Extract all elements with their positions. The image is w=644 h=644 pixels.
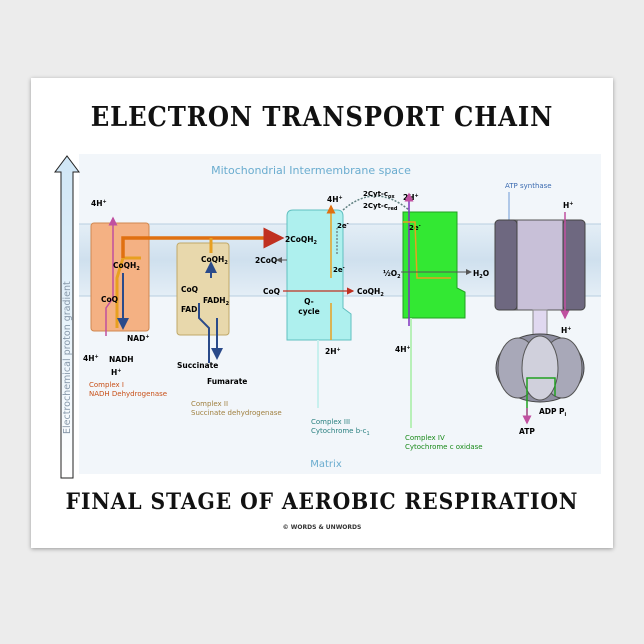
c3-name: Complex III [311,418,350,426]
synthase-h-top: H+ [563,201,573,210]
matrix-label: Matrix [310,459,342,470]
c1-nad: NAD+ [127,334,150,343]
c2-coqh2: CoQH2 [201,255,228,266]
c2-succinate: Succinate [177,361,218,370]
c2-fumarate: Fumarate [207,377,247,386]
intermembrane-label: Mitochondrial Intermembrane space [211,164,411,177]
c3-coqh2-2: 2CoQH2 [285,235,318,246]
synthase-h-bottom: H+ [561,326,571,335]
c3-2e-top: 2e- [337,221,349,230]
poster-subtitle: FINAL STAGE OF AEROBIC RESPIRATION [65,489,579,515]
c1-h4-bottom: 4H+ [83,354,99,363]
c3-h4: 4H+ [327,195,343,204]
c3-qcycle-2: cycle [298,307,319,316]
complex-3 [286,209,352,341]
c4-h2o: H2O [473,269,489,280]
poster: ELECTRON TRANSPORT CHAIN Electro [31,78,613,548]
c3-coq: CoQ [263,287,280,296]
etc-diagram: Electrochemical proton gradient Mitochon… [54,154,601,479]
c1-hplus: H+ [111,368,121,377]
synthase-adp: ADP [539,407,557,416]
complex-1 [90,222,150,332]
gradient-label: Electrochemical proton gradient [62,281,73,434]
c3-qcycle: Q- [304,297,314,306]
c1-nadh: NADH [109,355,134,364]
c3-cyt-red: 2Cyt-cred [363,202,398,212]
c2-name: Complex II [191,400,228,408]
c1-subtitle: NADH Dehydrogenase [89,390,167,398]
c4-subtitle: Cytochrome c oxidase [405,443,483,451]
c2-coq: CoQ [181,285,198,294]
c4-2e: 2e- [409,223,421,232]
c4-o2: ½O2 [383,269,401,280]
c2-fadh2: FADH2 [203,296,230,307]
synthase-atp: ATP [519,427,535,436]
c3-coq-2: 2CoQ [255,256,277,265]
c1-h4-top: 4H+ [91,199,107,208]
credit-line: © WORDS & UNWORDS [282,524,362,531]
c3-h2: 2H+ [325,347,341,356]
cyt-c-shuttle [342,195,410,211]
c1-coqh2: CoQH2 [113,261,140,272]
c2-fad: FAD [181,305,197,314]
c4-name: Complex IV [405,434,445,442]
c2-subtitle: Succinate dehydrogenase [191,409,282,417]
c3-subtitle: Cytochrome b-c1 [311,427,370,437]
complex-4 [402,211,466,319]
synthase-pi: Pi [559,407,567,418]
c1-name: Complex I [89,381,124,389]
c3-2e-bottom: 2e- [333,265,345,274]
c1-coq: CoQ [101,295,118,304]
c4-h4: 4H+ [395,345,411,354]
poster-title: ELECTRON TRANSPORT CHAIN [90,102,554,133]
gradient-arrow [54,155,80,479]
c3-coqh2: CoQH2 [357,287,384,298]
atp-synthase-label: ATP synthase [505,182,552,190]
c3-cyt-ox: 2Cyt-cox [363,190,395,200]
electron-path-main [121,227,285,258]
